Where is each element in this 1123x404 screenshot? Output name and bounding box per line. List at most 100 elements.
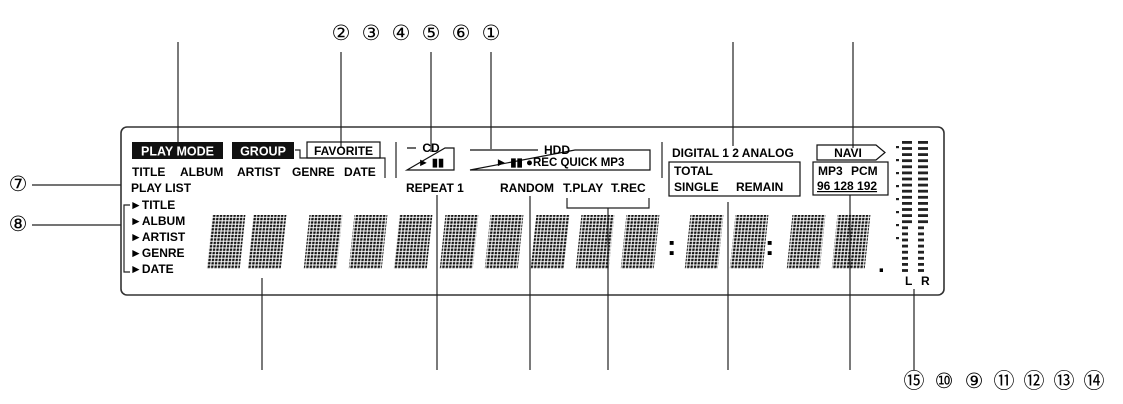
navi-indicator: NAVI: [816, 144, 886, 161]
character-cell: [303, 215, 343, 269]
callout-8: ⑧: [9, 213, 28, 236]
date-label: DATE: [344, 165, 376, 179]
level-segment-right: [918, 141, 928, 144]
level-segment-left: [902, 195, 912, 199]
hdd-controls: ► ▮▮ ●REC QUICK MP3: [496, 157, 625, 169]
character-cell: [620, 215, 660, 269]
character-cell: [729, 215, 769, 269]
character-cell: [684, 215, 724, 269]
left-callouts: ⑦ ⑧: [9, 173, 28, 236]
level-segment-left: [902, 171, 912, 175]
callout-6: ⑥: [452, 22, 471, 45]
svg-text:MP3: MP3: [818, 164, 843, 178]
level-segment-left: [902, 256, 908, 260]
cd-indicator: CD ► ▮▮: [404, 141, 455, 171]
svg-text:REMAIN: REMAIN: [736, 180, 783, 194]
level-segment-right: [918, 147, 928, 150]
level-segment-left: [902, 226, 908, 230]
bitrate-indicator: MP3 PCM 96 128 192: [812, 161, 889, 196]
list-items: ►TITLE ►ALBUM ►ARTIST ►GENRE ►DATE: [130, 198, 186, 276]
play-mode-bracket: [295, 149, 386, 178]
level-scale-tick: [896, 159, 899, 162]
character-cell: [247, 215, 287, 269]
character-cell: [831, 215, 871, 269]
list-item-genre: ►GENRE: [130, 246, 185, 260]
level-segment-right: [918, 153, 928, 156]
character-cell: [393, 215, 433, 269]
svg-text:PLAY MODE: PLAY MODE: [141, 145, 214, 159]
digital-analog-label: DIGITAL 1 2 ANALOG: [672, 146, 794, 160]
level-scale-tick: [896, 146, 899, 149]
level-scale-tick: [896, 172, 899, 175]
level-segment-left: [902, 269, 908, 272]
svg-text:SINGLE: SINGLE: [674, 180, 719, 194]
callout-13: ⑬: [1054, 370, 1075, 393]
callout-14: ⑭: [1084, 370, 1105, 393]
level-scale-tick: [896, 237, 899, 240]
play-mode-indicator: PLAY MODE: [132, 142, 223, 159]
level-segment-right: [918, 256, 924, 260]
callout-12: ⑫: [1024, 370, 1045, 393]
level-segment-left: [902, 141, 912, 144]
level-segment-left: [902, 238, 908, 242]
callout-9: ⑨: [965, 370, 984, 393]
colon-separator-2: :: [765, 230, 774, 261]
level-segment-right: [918, 165, 928, 169]
level-scale-tick: [896, 185, 899, 188]
repeat-label: REPEAT 1: [406, 181, 464, 195]
album-label: ALBUM: [180, 165, 223, 179]
level-segment-right: [918, 183, 928, 187]
genre-label: GENRE: [292, 165, 335, 179]
trec-label: T.REC: [611, 181, 646, 195]
callout-4: ④: [392, 22, 411, 45]
character-cell: [206, 215, 246, 269]
level-segment-right: [918, 263, 924, 266]
character-cell: [439, 215, 479, 269]
separators: [395, 142, 663, 178]
level-segment-left: [902, 165, 912, 169]
level-segment-right: [918, 244, 924, 248]
lcd-frame: [120, 126, 945, 296]
level-segment-left: [902, 202, 912, 205]
decimal-dot: .: [878, 251, 885, 278]
hdd-indicator: HDD ► ▮▮ ●REC QUICK MP3: [469, 143, 651, 171]
level-segment-right: [918, 250, 924, 254]
character-cell: [484, 215, 524, 269]
level-segment-left: [902, 220, 912, 224]
dot-matrix-display: [206, 215, 871, 269]
level-meter: [896, 141, 928, 272]
play-list-label: PLAY LIST: [131, 181, 192, 195]
level-segment-left: [902, 263, 908, 266]
svg-text:NAVI: NAVI: [834, 146, 862, 160]
level-scale-tick: [896, 211, 899, 214]
level-segment-right: [918, 208, 928, 211]
level-segment-left: [902, 208, 912, 211]
level-segment-right: [918, 220, 928, 224]
callout-11: ⑪: [994, 370, 1015, 393]
character-cell: [786, 215, 826, 269]
level-scale-tick: [896, 198, 899, 201]
svg-text:PCM: PCM: [851, 164, 878, 178]
random-trec-labels: RANDOM T.PLAY T.REC: [500, 181, 646, 195]
callout-1: ①: [482, 22, 501, 45]
level-segment-left: [902, 147, 912, 150]
level-segment-left: [902, 250, 908, 254]
left-channel-label: L: [905, 274, 912, 288]
level-segment-left: [902, 159, 912, 163]
level-segment-right: [918, 195, 928, 199]
level-segment-right: [918, 226, 924, 230]
favorite-indicator: FAVORITE: [306, 141, 381, 159]
level-segment-right: [918, 189, 928, 193]
level-scale-tick: [896, 224, 899, 227]
level-segment-left: [902, 183, 912, 187]
list-item-artist: ►ARTIST: [130, 230, 186, 244]
level-segment-left: [902, 214, 912, 217]
group-indicator: GROUP: [232, 142, 294, 159]
level-segment-right: [918, 159, 928, 163]
level-segment-right: [918, 238, 924, 242]
character-cell: [530, 215, 570, 269]
callout-15: ⑮: [904, 370, 925, 393]
callout-5: ⑤: [422, 22, 441, 45]
svg-text:HDD: HDD: [544, 143, 570, 157]
